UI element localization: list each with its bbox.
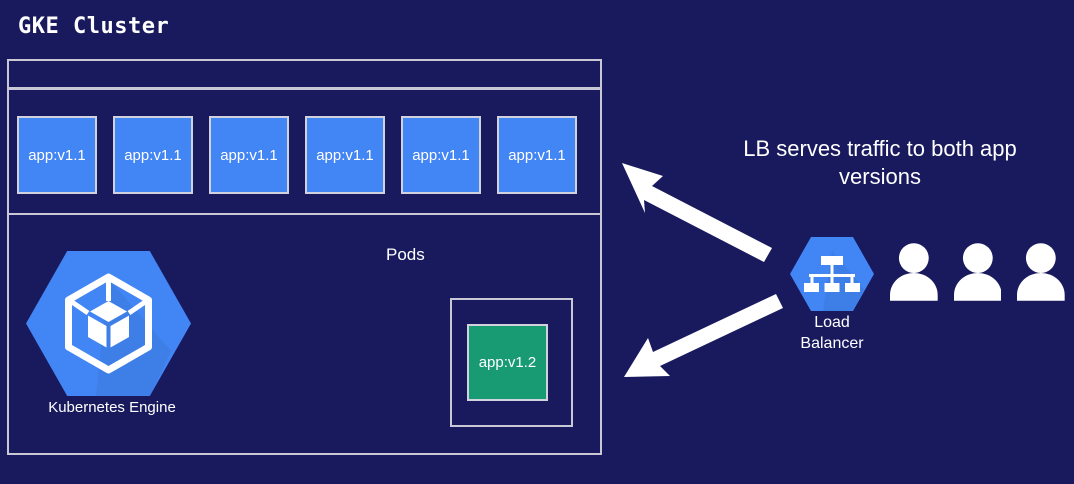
- pod-box[interactable]: app:v1.1: [401, 116, 481, 194]
- load-balancer-group: Load Balancer: [790, 237, 878, 357]
- user-person-icon: [890, 243, 938, 301]
- pod-box[interactable]: app:v1.1: [209, 116, 289, 194]
- new-version-pod-box[interactable]: app:v1.2: [467, 324, 548, 401]
- load-balancer-label: Load Balancer: [800, 314, 864, 352]
- user-person-icon: [1017, 243, 1066, 301]
- kubernetes-engine-hexagon-icon: [26, 251, 191, 396]
- lb-caption: LB serves traffic to both app versions: [743, 136, 1017, 189]
- pods-row-boundary: [7, 88, 602, 215]
- pods-row: app:v1.1 app:v1.1 app:v1.1 app:v1.1 app:…: [17, 116, 593, 194]
- users-group: [890, 243, 1066, 303]
- kubernetes-engine-group: Kubernetes Engine: [26, 251, 200, 421]
- pod-box[interactable]: app:v1.1: [113, 116, 193, 194]
- load-balancer-hexagon-icon: [790, 237, 874, 311]
- pod-box[interactable]: app:v1.1: [305, 116, 385, 194]
- pod-box[interactable]: app:v1.1: [17, 116, 97, 194]
- arrow-left-icon: [624, 294, 783, 377]
- pods-label: Pods: [386, 245, 425, 264]
- kubernetes-engine-label: Kubernetes Engine: [48, 399, 176, 416]
- user-person-icon: [953, 243, 1002, 301]
- pod-box[interactable]: app:v1.1: [497, 116, 577, 194]
- new-version-pod-container: [450, 298, 573, 427]
- page-title: GKE Cluster: [18, 14, 170, 39]
- cluster-header-strip: [7, 59, 602, 89]
